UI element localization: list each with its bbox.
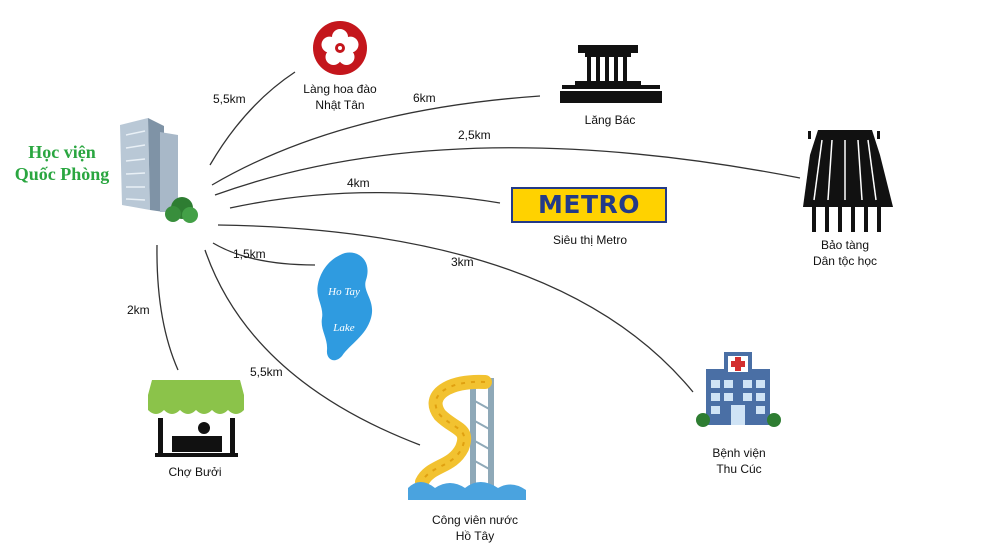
line-lang-bac xyxy=(211,95,541,186)
line-cho-buoi xyxy=(156,244,179,371)
line-cong-vien xyxy=(204,249,421,446)
water-slide-icon xyxy=(408,374,526,500)
line-ho-tay xyxy=(212,242,316,266)
mausoleum-icon xyxy=(560,45,662,103)
line-metro xyxy=(229,191,501,209)
cong-vien-label: Công viên nước Hồ Tây xyxy=(432,513,518,543)
distance-lang-bac: 6km xyxy=(413,91,436,105)
flower-icon xyxy=(313,21,367,75)
bao-tang-label: Bảo tàng Dân tộc học xyxy=(812,238,878,268)
distance-metro: 4km xyxy=(347,176,370,190)
distance-bao-tang: 2,5km xyxy=(458,128,491,142)
distance-nhat-tan: 5,5km xyxy=(213,92,246,106)
line-thu-cuc xyxy=(217,224,694,393)
nhat-tan-label: Làng hoa đào Nhật Tân xyxy=(303,82,377,112)
origin-label: Học viện Quốc Phòng xyxy=(14,142,110,184)
distance-cho-buoi: 2km xyxy=(127,303,150,317)
cho-buoi-label: Chợ Bưởi xyxy=(168,465,222,479)
stilt-house-icon xyxy=(803,130,893,232)
thu-cuc-label: Bệnh viện Thu Cúc xyxy=(712,446,766,476)
market-stall-icon xyxy=(148,380,244,457)
line-nhat-tan xyxy=(209,71,296,166)
hospital-icon xyxy=(696,352,781,427)
lake-label: Ho Tay Lake xyxy=(328,286,360,334)
distance-thu-cuc: 3km xyxy=(451,255,474,269)
metro-logo-text: METRO xyxy=(537,190,640,219)
metro-logo xyxy=(511,187,667,223)
building-icon xyxy=(120,118,198,223)
metro-label: Siêu thị Metro xyxy=(552,233,628,247)
distance-ho-tay: 1,5km xyxy=(233,247,266,261)
distance-cong-vien: 5,5km xyxy=(250,365,283,379)
lang-bac-label: Lăng Bác xyxy=(584,113,636,127)
lake-icon xyxy=(317,252,373,361)
line-bao-tang xyxy=(214,147,801,196)
connection-lines xyxy=(156,71,801,446)
